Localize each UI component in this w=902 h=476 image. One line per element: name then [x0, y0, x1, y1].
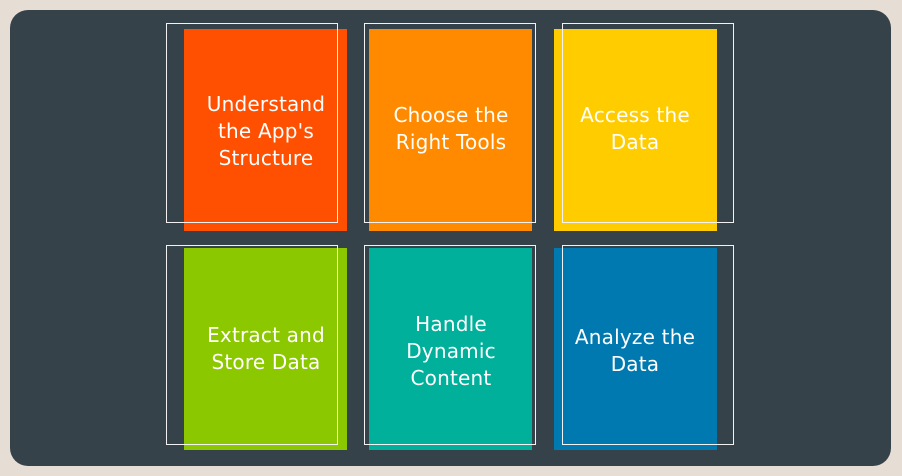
step-4-line-1: Extract and	[207, 323, 325, 347]
step-tile-3	[554, 29, 717, 231]
step-5-line-1: Handle	[415, 311, 487, 336]
step-3-line-2: Data	[610, 130, 660, 154]
step-6-line-1: Analyze the	[574, 325, 696, 349]
step-label-6: Analyze the Data	[549, 251, 721, 451]
step-label-2: Choose the Right Tools	[365, 29, 537, 229]
step-1-line-2: the App's	[218, 118, 314, 143]
step-label-5: Handle Dynamic Content	[365, 251, 537, 451]
step-label-4: Extract and Store Data	[180, 249, 352, 449]
step-2-line-2: Right Tools	[395, 130, 507, 154]
step-tile-2	[369, 29, 532, 231]
step-5-line-3: Content	[410, 365, 492, 390]
step-4-line-2: Store Data	[211, 350, 321, 374]
step-2-line-1: Choose the	[393, 103, 509, 127]
step-1-line-1: Understand	[206, 91, 326, 116]
step-1-line-3: Structure	[218, 145, 314, 170]
step-tile-6	[554, 248, 717, 450]
step-tile-4	[184, 248, 347, 450]
step-5-line-2: Dynamic	[406, 338, 496, 363]
step-6-line-2: Data	[610, 352, 660, 376]
step-tile-5	[369, 248, 532, 450]
step-label-1: Understand the App's Structure	[180, 31, 352, 231]
step-3-line-1: Access the	[580, 103, 690, 127]
step-tile-1	[184, 29, 347, 231]
step-label-3: Access the Data	[549, 29, 721, 229]
